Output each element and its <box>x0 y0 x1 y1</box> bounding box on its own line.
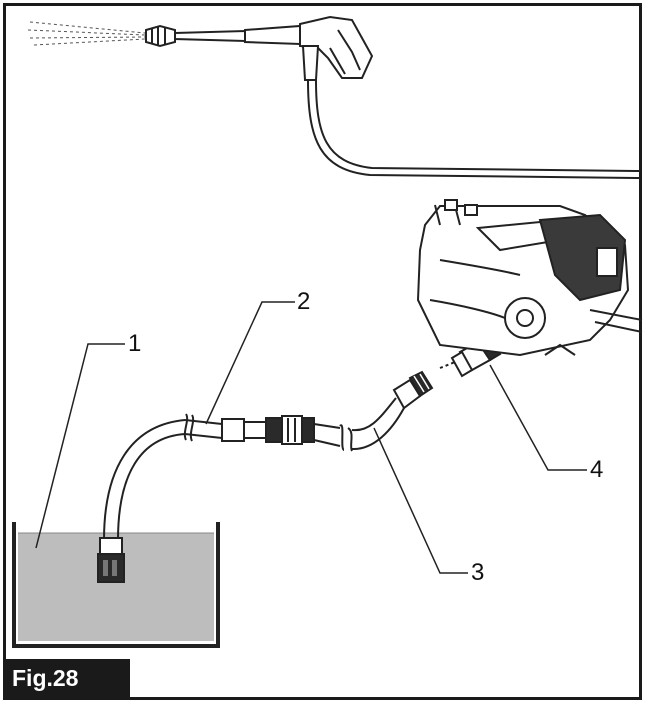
callout-3: 3 <box>471 559 485 586</box>
hose-end-fitting <box>392 370 434 410</box>
suction-filter <box>97 537 125 583</box>
supply-hose <box>313 397 405 452</box>
callout-2: 2 <box>297 288 311 315</box>
pressure-washer-unit <box>416 199 643 357</box>
leader-2 <box>205 301 295 425</box>
spray-mist-icon <box>27 21 146 46</box>
figure-label: Fig.28 <box>6 659 130 698</box>
hose-coupling <box>221 415 315 445</box>
callout-1: 1 <box>128 330 142 357</box>
leader-4 <box>489 364 587 471</box>
callout-4: 4 <box>590 456 604 483</box>
leader-1 <box>35 343 125 549</box>
spray-gun <box>27 15 641 179</box>
callout-leaders <box>35 301 587 574</box>
leader-3 <box>373 427 468 574</box>
suction-hose <box>103 413 223 541</box>
